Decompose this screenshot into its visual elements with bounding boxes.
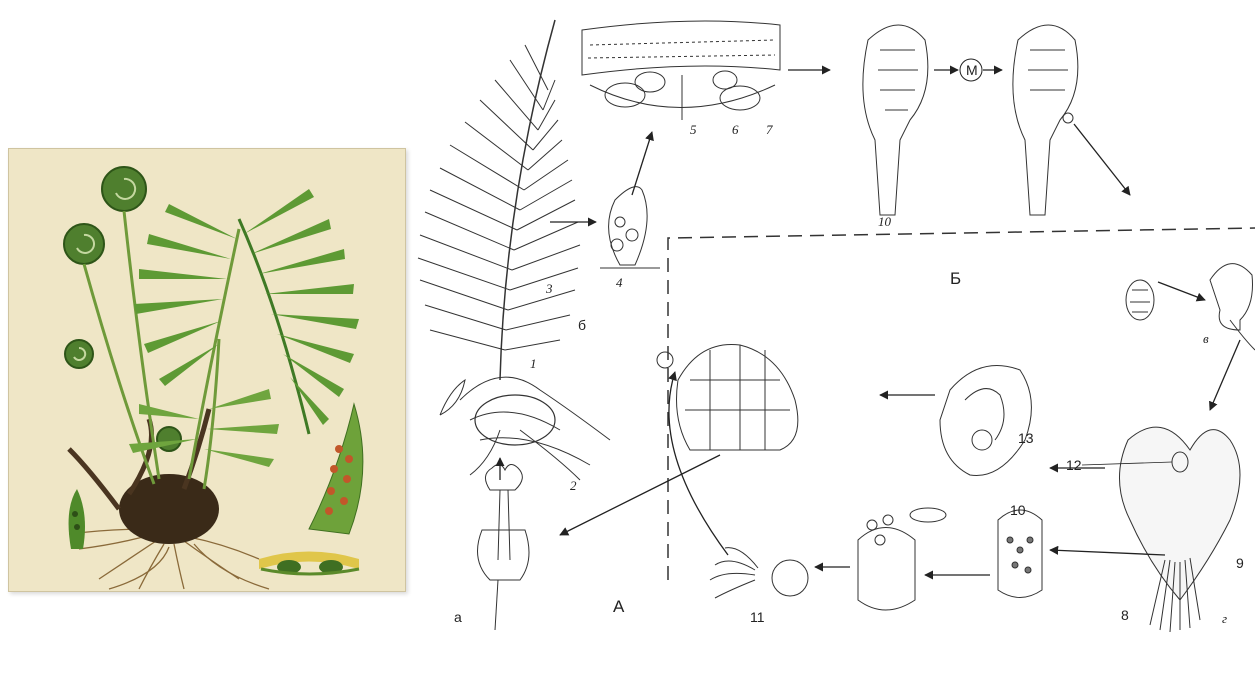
stage-label-g: г [1222,611,1227,626]
label-10-archegonium: 10 [1010,502,1026,518]
label-12: 12 [1066,457,1082,473]
stage-label-a: а [454,609,462,625]
sorus-cross-section [582,21,780,120]
prothallus [1119,427,1240,632]
label-2: 2 [570,478,577,493]
meiosis-symbol: М [966,62,978,78]
stage-label-b: б [578,317,586,333]
label-9: 9 [1236,555,1244,571]
fern-illustration-svg [9,149,405,591]
antheridium [858,508,946,610]
young-prothallus [1210,264,1255,350]
pinnule-with-sori [600,187,660,268]
archegonium-with-eggs [998,510,1042,598]
label-3: 3 [545,281,553,296]
spermatozoid [710,548,808,598]
arrow-embryo-to-young-sporophyte [560,455,720,535]
label-8: 8 [1121,607,1129,623]
arrow-to-prothallus [1210,340,1240,410]
sporangium-closed [863,25,928,215]
stage-label-v: в [1203,331,1209,346]
archegonium [940,366,1031,476]
label-10-sporangium: 10 [878,214,892,229]
label-6: 6 [732,122,739,137]
label-1: 1 [530,356,537,371]
sporophyte-fern [418,20,610,480]
young-sporophyte [478,464,530,630]
arrow-pinnule-to-section [632,132,652,195]
spore [1126,280,1154,320]
label-11: 11 [750,609,765,625]
label-7: 7 [766,122,773,137]
label-4: 4 [616,275,623,290]
sporangium-open [1013,25,1078,215]
small-pinnule [69,489,85,549]
embryo [657,344,798,450]
leaf-cross-section [259,552,359,575]
pinna-with-sori [309,404,363,534]
region-label-A: А [613,597,625,616]
fern-life-cycle-diagram: 3 1 2 б 4 5 6 7 10 М [410,0,1255,675]
arrow-fertilization [669,372,728,555]
label-5: 5 [690,122,697,137]
fern-color-illustration [8,148,406,592]
arrow-to-spore [1074,124,1130,195]
region-label-B: Б [950,269,961,288]
arrow-spore-to-protonema [1158,282,1205,300]
label-13: 13 [1018,430,1034,446]
